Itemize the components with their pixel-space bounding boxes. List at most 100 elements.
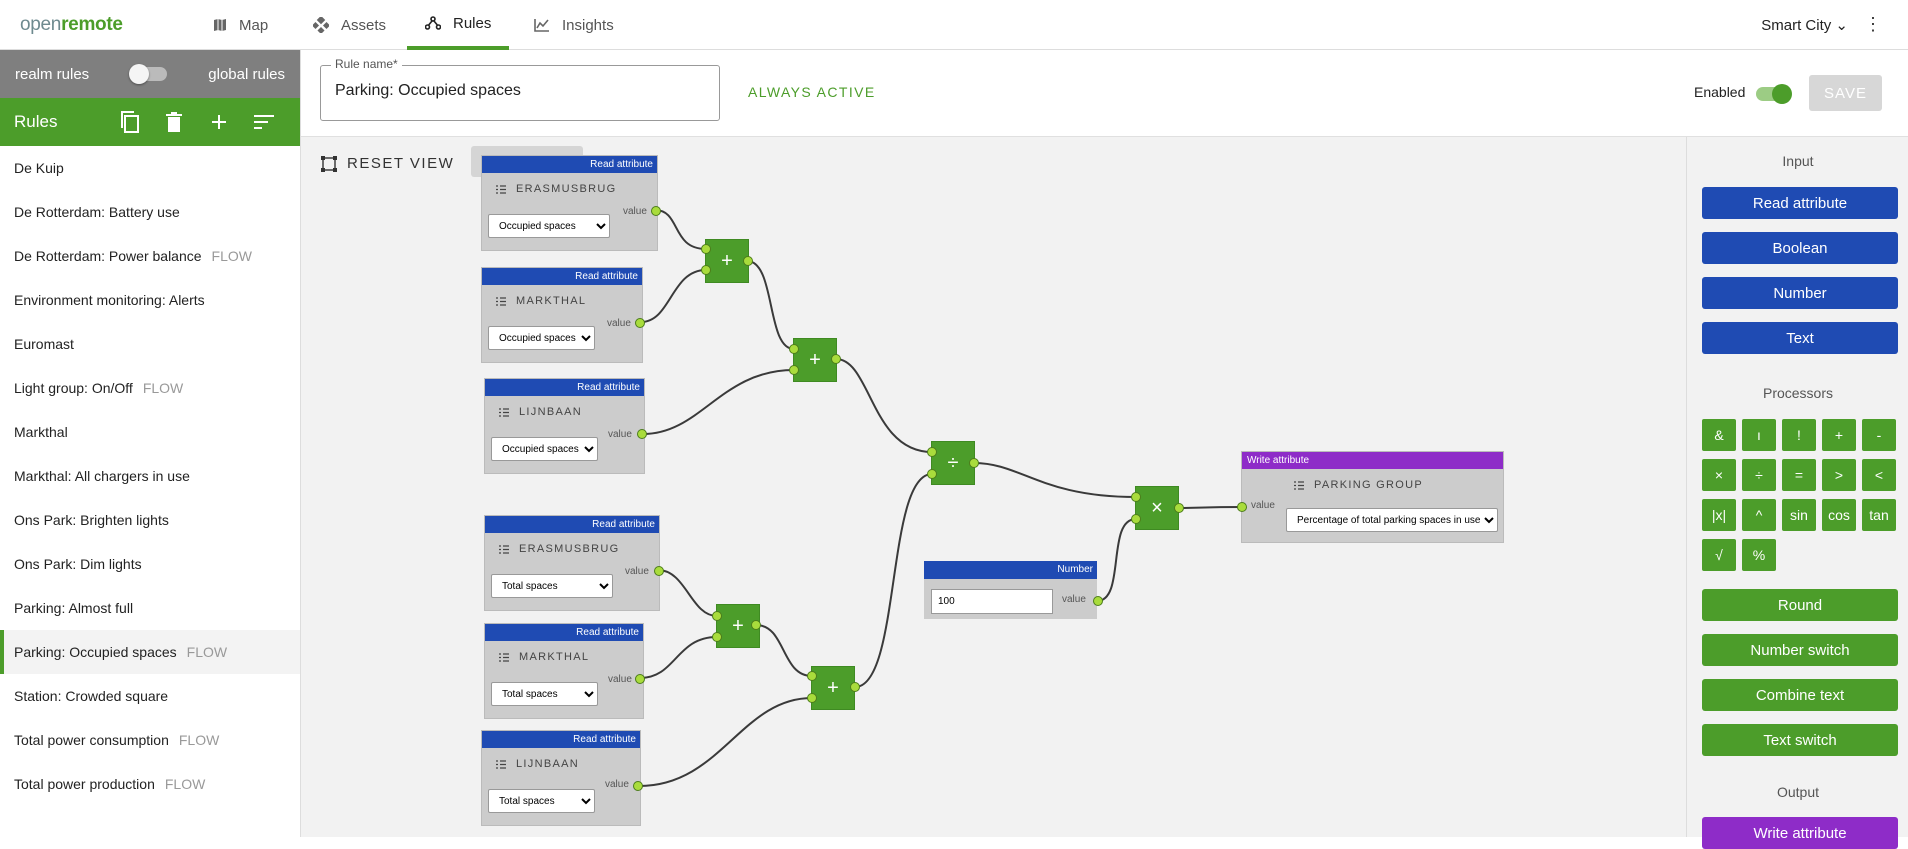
- palette-op-tan[interactable]: tan: [1862, 499, 1896, 531]
- output-socket[interactable]: [651, 206, 661, 216]
- palette-boolean[interactable]: Boolean: [1702, 232, 1898, 264]
- rule-item[interactable]: Ons Park: Dim lights: [0, 542, 300, 586]
- read-attribute-node[interactable]: Read attribute MARKTHAL Occupied spaces …: [481, 267, 645, 363]
- divide-operator-node[interactable]: ÷: [931, 441, 975, 485]
- rule-name-field[interactable]: Rule name*: [320, 57, 720, 121]
- enabled-switch[interactable]: [1756, 84, 1792, 104]
- input-socket[interactable]: [1237, 502, 1247, 512]
- palette-op-sqrt[interactable]: √: [1702, 539, 1736, 571]
- input-socket[interactable]: [789, 365, 799, 375]
- input-socket[interactable]: [789, 344, 799, 354]
- realm-selector[interactable]: Smart City ⌄: [1761, 16, 1848, 34]
- output-socket[interactable]: [654, 566, 664, 576]
- input-socket[interactable]: [807, 693, 817, 703]
- palette-op-equals[interactable]: =: [1782, 459, 1816, 491]
- palette-op-and[interactable]: &: [1702, 419, 1736, 451]
- read-attribute-node[interactable]: Read attribute ERASMUSBRUG Total spaces …: [484, 515, 664, 611]
- sort-icon[interactable]: [241, 115, 286, 129]
- rule-item[interactable]: Environment monitoring: Alerts: [0, 278, 300, 322]
- tab-insights[interactable]: Insights: [516, 0, 632, 50]
- attribute-select[interactable]: Total spaces: [491, 574, 613, 598]
- attribute-select[interactable]: Percentage of total parking spaces in us…: [1286, 508, 1498, 532]
- add-operator-node[interactable]: +: [811, 666, 855, 710]
- number-node[interactable]: Number value: [924, 561, 1103, 619]
- input-socket[interactable]: [701, 244, 711, 254]
- palette-number-switch[interactable]: Number switch: [1702, 634, 1898, 666]
- rule-item[interactable]: Ons Park: Brighten lights: [0, 498, 300, 542]
- output-socket[interactable]: [635, 318, 645, 328]
- attribute-select[interactable]: Total spaces: [491, 682, 598, 706]
- palette-number[interactable]: Number: [1702, 277, 1898, 309]
- output-socket[interactable]: [1093, 596, 1103, 606]
- output-socket[interactable]: [743, 256, 753, 266]
- palette-op-percent[interactable]: %: [1742, 539, 1776, 571]
- palette-write-attribute[interactable]: Write attribute: [1702, 817, 1898, 849]
- read-attribute-node[interactable]: Read attribute LIJNBAAN Occupied spaces …: [484, 378, 647, 474]
- attribute-select[interactable]: Occupied spaces: [491, 437, 598, 461]
- input-socket[interactable]: [807, 671, 817, 681]
- output-socket[interactable]: [969, 458, 979, 468]
- palette-op-divide[interactable]: ÷: [1742, 459, 1776, 491]
- always-active-button[interactable]: ALWAYS ACTIVE: [748, 84, 876, 100]
- openremote-logo[interactable]: openremote: [20, 14, 123, 35]
- palette-read-attribute[interactable]: Read attribute: [1702, 187, 1898, 219]
- palette-text[interactable]: Text: [1702, 322, 1898, 354]
- read-attribute-node[interactable]: Read attribute ERASMUSBRUG Occupied spac…: [481, 155, 661, 251]
- read-attribute-node[interactable]: Read attribute LIJNBAAN Total spaces val…: [481, 730, 643, 826]
- attribute-select[interactable]: Occupied spaces: [488, 326, 595, 350]
- rule-item[interactable]: Euromast: [0, 322, 300, 366]
- add-operator-node[interactable]: +: [793, 338, 837, 382]
- palette-op-power[interactable]: ^: [1742, 499, 1776, 531]
- rule-item[interactable]: Parking: Almost full: [0, 586, 300, 630]
- add-operator-node[interactable]: +: [705, 239, 749, 283]
- palette-op-greater[interactable]: >: [1822, 459, 1856, 491]
- rule-item[interactable]: De Rotterdam: Battery use: [0, 190, 300, 234]
- input-socket[interactable]: [1131, 514, 1141, 524]
- reset-view-button[interactable]: RESET VIEW: [321, 155, 454, 172]
- attribute-select[interactable]: Occupied spaces: [488, 214, 610, 238]
- copy-icon[interactable]: [107, 111, 152, 133]
- output-socket[interactable]: [637, 429, 647, 439]
- input-socket[interactable]: [712, 611, 722, 621]
- palette-round[interactable]: Round: [1702, 589, 1898, 621]
- palette-op-cos[interactable]: cos: [1822, 499, 1856, 531]
- output-socket[interactable]: [1174, 503, 1184, 513]
- palette-op-multiply[interactable]: ×: [1702, 459, 1736, 491]
- output-socket[interactable]: [635, 674, 645, 684]
- rule-item[interactable]: De Kuip: [0, 146, 300, 190]
- palette-op-not[interactable]: !: [1782, 419, 1816, 451]
- rule-item[interactable]: Markthal: [0, 410, 300, 454]
- number-input[interactable]: [931, 589, 1053, 614]
- delete-icon[interactable]: [152, 112, 197, 132]
- read-attribute-node[interactable]: Read attribute MARKTHAL Total spaces val…: [484, 623, 645, 719]
- output-socket[interactable]: [633, 781, 643, 791]
- palette-op-or[interactable]: ı: [1742, 419, 1776, 451]
- multiply-operator-node[interactable]: ×: [1135, 486, 1179, 530]
- palette-op-sin[interactable]: sin: [1782, 499, 1816, 531]
- write-attribute-node[interactable]: Write attribute PARKING GROUP Percentage…: [1237, 451, 1504, 543]
- add-icon[interactable]: [197, 114, 242, 130]
- attribute-select[interactable]: Total spaces: [488, 789, 595, 813]
- rule-item[interactable]: Markthal: All chargers in use: [0, 454, 300, 498]
- palette-op-subtract[interactable]: -: [1862, 419, 1896, 451]
- palette-op-abs[interactable]: |x|: [1702, 499, 1736, 531]
- tab-rules[interactable]: Rules: [407, 0, 510, 50]
- input-socket[interactable]: [927, 447, 937, 457]
- output-socket[interactable]: [850, 682, 860, 692]
- realm-global-switch[interactable]: [128, 64, 167, 84]
- rule-name-input[interactable]: [335, 82, 705, 100]
- save-button[interactable]: SAVE: [1809, 75, 1882, 111]
- input-socket[interactable]: [1131, 492, 1141, 502]
- output-socket[interactable]: [751, 620, 761, 630]
- input-socket[interactable]: [701, 265, 711, 275]
- palette-op-less[interactable]: <: [1862, 459, 1896, 491]
- palette-op-add[interactable]: +: [1822, 419, 1856, 451]
- more-vert-icon[interactable]: ⋮: [1864, 14, 1882, 34]
- palette-combine-text[interactable]: Combine text: [1702, 679, 1898, 711]
- flow-canvas[interactable]: RESET VIEW FIT VIEW Read attribute ERASM…: [301, 137, 1686, 837]
- output-socket[interactable]: [831, 354, 841, 364]
